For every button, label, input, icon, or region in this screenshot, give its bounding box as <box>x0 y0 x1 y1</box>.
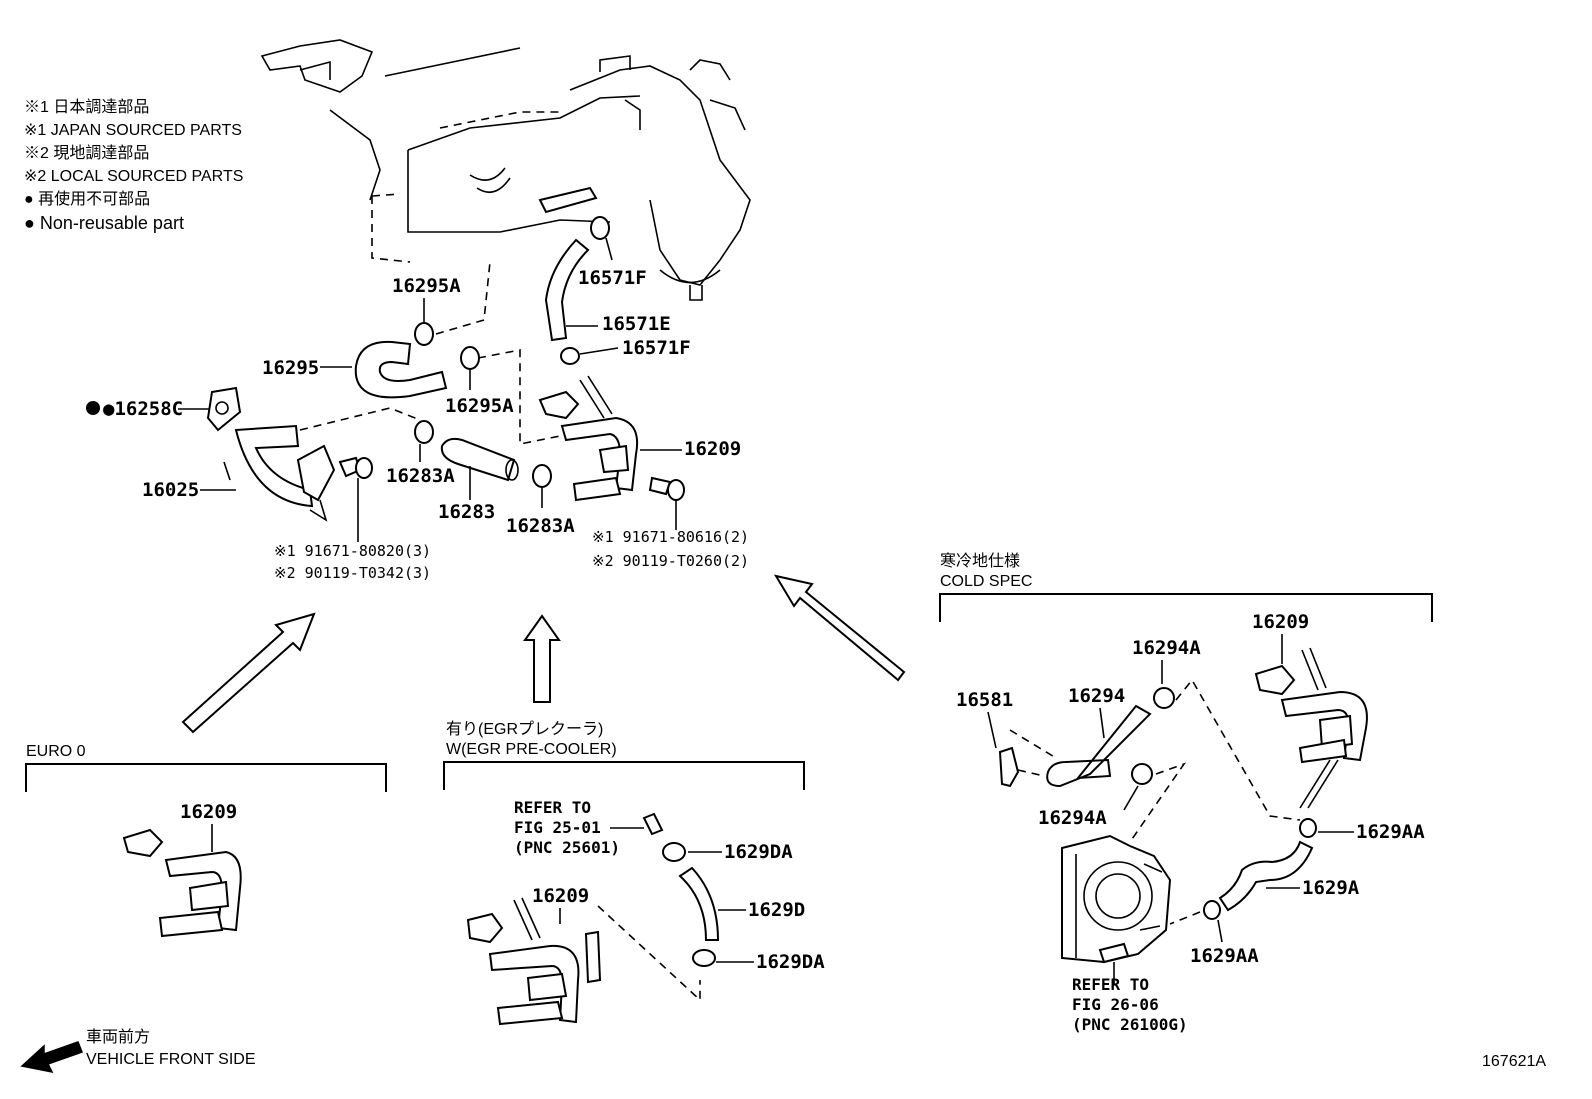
egr-refer-line-1: REFER TO <box>514 798 591 817</box>
label-16295A-top: 16295A <box>392 275 461 297</box>
pipe-16209-egr <box>488 944 580 1024</box>
label-16209-euro: 16209 <box>180 801 237 823</box>
euro-header: EURO 0 <box>26 743 86 760</box>
bracket-16209-egr <box>466 912 504 944</box>
clamp-16295A-top <box>414 322 434 346</box>
vehicle-front-en: VEHICLE FRONT SIDE <box>86 1051 256 1068</box>
cold-header-en: COLD SPEC <box>940 573 1032 590</box>
clamp-16295A-bottom <box>460 346 480 370</box>
label-16209-egr: 16209 <box>532 885 589 907</box>
clamp-1629DA-top <box>662 842 686 862</box>
bolt-left-part-2: ※2 90119-T0342(3) <box>274 564 431 582</box>
legend-line-6: ● Non-reusable part <box>24 213 184 233</box>
bracket-16209-euro <box>122 828 164 858</box>
hose-16283 <box>440 437 516 482</box>
label-16283A-left: 16283A <box>386 465 455 487</box>
clamp-16581 <box>998 746 1020 788</box>
label-16258C: ●16258C <box>103 398 183 420</box>
label-16295A-bottom: 16295A <box>445 395 514 417</box>
bracket-16209 <box>538 390 580 420</box>
cold-refer-line-1: REFER TO <box>1072 975 1149 994</box>
egr-refer-line-2: FIG 25-01 <box>514 818 601 837</box>
euro-panel: EURO 0 16209 <box>25 743 387 938</box>
hose-1629D <box>678 866 720 941</box>
label-16025: 16025 <box>142 479 199 501</box>
main-assembly: 16295A 16295 16295A ●16258C 16025 ※1 916… <box>86 216 749 582</box>
legend-line-5: ● 再使用不可部品 <box>24 190 150 208</box>
hose-16294 <box>1046 704 1152 788</box>
label-16283: 16283 <box>438 501 495 523</box>
label-16571F-bottom: 16571F <box>622 337 691 359</box>
cold-refer-line-3: (PNC 26100G) <box>1072 1015 1188 1034</box>
label-16294: 16294 <box>1068 685 1125 707</box>
vehicle-front-arrow-icon <box>20 1041 83 1074</box>
label-16294A-top: 16294A <box>1132 637 1201 659</box>
non-reusable-marker <box>86 401 100 415</box>
label-1629D: 1629D <box>748 899 805 921</box>
clamp-1629AA-bottom <box>1203 900 1221 920</box>
pipe-16025 <box>234 424 314 508</box>
bolt-right-part-1: ※1 91671-80616(2) <box>592 528 749 546</box>
cold-header-jp: 寒冷地仕様 <box>940 551 1020 570</box>
hose-16571E <box>544 238 590 342</box>
label-16571E: 16571E <box>602 313 671 335</box>
footer: 車両前方 VEHICLE FRONT SIDE 167621A <box>20 1028 1546 1074</box>
clamp-16571F-top <box>590 216 610 240</box>
label-1629DA-bottom: 1629DA <box>756 951 825 973</box>
arrow-euro <box>181 612 316 734</box>
egr-panel: 有り(EGRプレクーラ) W(EGR PRE-COOLER) REFER TO … <box>443 720 825 1026</box>
clamp-1629AA-top <box>1299 818 1317 838</box>
gasket-16258C <box>206 386 242 432</box>
clamp-16571F-bottom <box>560 347 580 365</box>
clamp-16294A-top <box>1153 687 1175 709</box>
cold-refer-line-2: FIG 26-06 <box>1072 995 1159 1014</box>
label-1629AA-bottom: 1629AA <box>1190 945 1259 967</box>
pipe-16209-cold <box>1280 690 1368 762</box>
label-16581: 16581 <box>956 689 1013 711</box>
bolt-left-part-1: ※1 91671-80820(3) <box>274 542 431 560</box>
clamp-16283A-left <box>414 420 434 444</box>
label-16294A-bottom: 16294A <box>1038 807 1107 829</box>
egr-header-jp: 有り(EGRプレクーラ) <box>446 720 603 738</box>
variant-arrows <box>181 574 906 734</box>
arrow-egr <box>523 614 561 703</box>
clamp-1629DA-bottom <box>692 949 716 967</box>
clamp-16294A-bottom <box>1131 763 1153 785</box>
label-16571F-top: 16571F <box>578 267 647 289</box>
bracket-16209-cold <box>1254 664 1296 696</box>
legend-line-1: ※1 日本調達部品 <box>24 98 149 116</box>
bolt-right-part-2: ※2 90119-T0260(2) <box>592 552 749 570</box>
legend: ※1 日本調達部品 ※1 JAPAN SOURCED PARTS ※2 現地調達… <box>24 98 243 233</box>
clamp-16283A-right <box>532 464 552 488</box>
label-16209-cold: 16209 <box>1252 611 1309 633</box>
figure-id: 167621A <box>1482 1053 1546 1070</box>
legend-line-4: ※2 LOCAL SOURCED PARTS <box>24 168 243 185</box>
hose-1629A <box>1218 840 1314 912</box>
cold-panel: 寒冷地仕様 COLD SPEC 16209 16294A 16294 16581… <box>939 551 1433 1034</box>
arrow-cold <box>773 574 906 682</box>
label-1629A: 1629A <box>1302 877 1360 899</box>
label-16209-main: 16209 <box>684 438 741 460</box>
throttle-body <box>1061 834 1172 964</box>
label-1629AA-top: 1629AA <box>1356 821 1425 843</box>
legend-line-2: ※1 JAPAN SOURCED PARTS <box>24 122 242 139</box>
label-16283A-right: 16283A <box>506 515 575 537</box>
label-1629DA-top: 1629DA <box>724 841 793 863</box>
engine-block-outline <box>260 39 751 301</box>
egr-refer-line-3: (PNC 25601) <box>514 838 620 857</box>
label-16295: 16295 <box>262 357 319 379</box>
vehicle-front-jp: 車両前方 <box>86 1028 150 1046</box>
egr-header-en: W(EGR PRE-COOLER) <box>446 741 617 758</box>
hose-16295 <box>354 340 448 399</box>
legend-line-3: ※2 現地調達部品 <box>24 144 149 162</box>
